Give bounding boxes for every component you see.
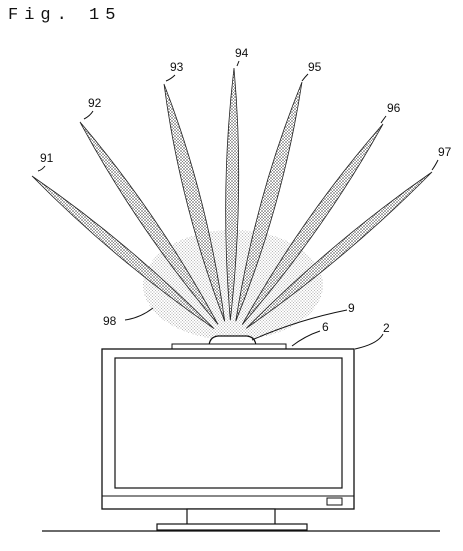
display-screen xyxy=(114,357,343,489)
bezel-part-label: 6 xyxy=(322,320,329,334)
lobe-label-96: 96 xyxy=(387,101,401,115)
top-bar xyxy=(171,343,287,350)
lobe-group xyxy=(31,67,433,330)
lobe-label-95: 95 xyxy=(308,60,322,74)
lobe-96 xyxy=(241,123,384,325)
lobe-label-93: 93 xyxy=(170,60,184,74)
figure-title: Fig. 15 xyxy=(8,6,122,25)
lobe-label-94: 94 xyxy=(235,46,249,60)
lobe-labels: 91 92 93 94 95 96 97 xyxy=(37,46,452,172)
stand-neck xyxy=(186,508,276,526)
halo-label: 98 xyxy=(103,314,117,328)
lobe-label-97: 97 xyxy=(438,145,452,159)
lobe-91 xyxy=(31,175,215,330)
display-label: 2 xyxy=(383,321,390,335)
lobe-97 xyxy=(245,171,433,329)
lobe-92 xyxy=(79,121,219,325)
lobe-95 xyxy=(235,81,303,322)
sensor-label: 9 xyxy=(348,301,355,315)
stand-base xyxy=(156,523,308,531)
lobe-label-92: 92 xyxy=(88,96,102,110)
lobe-93 xyxy=(163,83,226,322)
power-indicator xyxy=(326,497,343,506)
lobe-94 xyxy=(225,67,240,321)
lobe-label-91: 91 xyxy=(40,151,54,165)
